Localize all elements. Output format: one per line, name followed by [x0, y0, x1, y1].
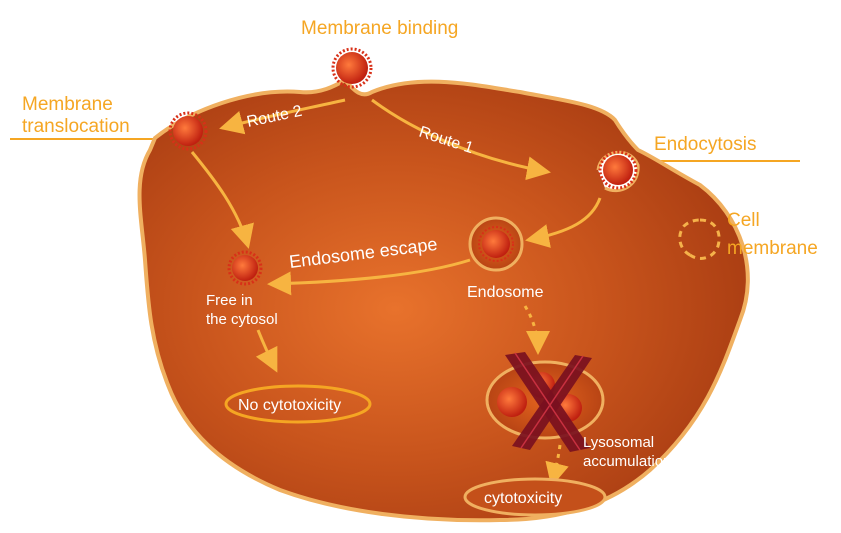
cell-membrane-label-2: membrane: [727, 238, 818, 259]
membrane-binding-label: Membrane binding: [301, 18, 458, 39]
endosome-label: Endosome: [467, 284, 544, 301]
lysosomal-label-2: accumulation: [583, 453, 671, 470]
particle-membrane-binding: [333, 49, 371, 87]
no-cytotoxicity-label: No cytotoxicity: [238, 397, 341, 414]
cytotoxicity-label: cytotoxicity: [484, 490, 562, 507]
endocytosis-label: Endocytosis: [654, 134, 756, 155]
membrane-translocation-label-1: Membrane: [22, 94, 113, 115]
free-in-cytosol-label-2: the cytosol: [206, 311, 278, 328]
lysosomal-label-1: Lysosomal: [583, 434, 654, 451]
membrane-translocation-label-2: translocation: [22, 116, 130, 137]
endosome-vesicle: [470, 218, 522, 270]
cell-membrane-label-1: Cell: [727, 210, 760, 231]
free-in-cytosol-label-1: Free in: [206, 292, 253, 309]
